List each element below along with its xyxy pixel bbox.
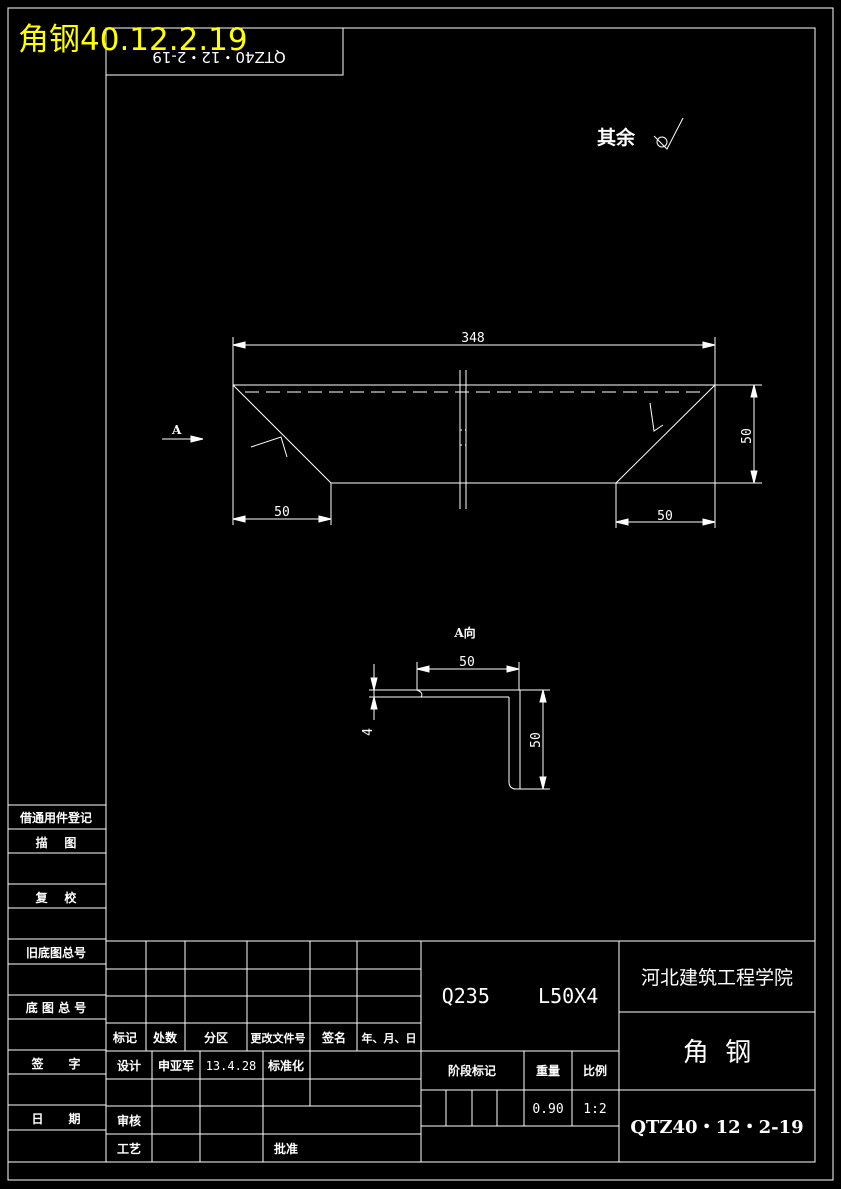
design-date: 13.4.28 <box>206 1059 257 1073</box>
dim-view-a-height-text: 50 <box>529 732 544 748</box>
check-label: 复 校 <box>35 890 78 905</box>
weight-label: 重量 <box>536 1063 560 1078</box>
dim-right-chamfer <box>615 385 716 528</box>
dim-height <box>616 384 762 484</box>
scale-value: 1:2 <box>583 1102 606 1117</box>
roughness-symbol-icon <box>653 117 684 150</box>
dim-view-a-thickness <box>370 664 378 720</box>
review-label: 审核 <box>117 1113 141 1128</box>
dim-height-text: 50 <box>740 428 755 444</box>
sign-label: 签 字 <box>30 1056 80 1071</box>
weight-value: 0.90 <box>532 1102 563 1117</box>
dim-view-a-width-text: 50 <box>459 655 475 670</box>
view-marker-label: A <box>171 423 182 437</box>
angle-section-view <box>369 689 521 790</box>
h-doc: 更改文件号 <box>251 1031 306 1045</box>
dim-overall-length <box>232 337 716 385</box>
standardize-label: 标准化 <box>267 1058 304 1073</box>
base-total-label: 底 图 总 号 <box>26 1000 87 1015</box>
dim-view-a-width <box>416 662 520 690</box>
angle-front-view <box>232 370 716 509</box>
part-name: 角 钢 <box>683 1038 752 1068</box>
h-zone: 分区 <box>204 1030 228 1045</box>
mirrored-drawing-code: QTZ40・12・2-19 <box>152 48 285 66</box>
h-date: 年、月、日 <box>362 1031 417 1045</box>
outer-frame <box>7 7 834 1181</box>
h-sign: 签名 <box>321 1030 346 1045</box>
h-count: 处数 <box>152 1030 178 1045</box>
trace-label: 描 图 <box>36 835 77 850</box>
approve-label: 批准 <box>274 1141 298 1156</box>
design-label: 设计 <box>117 1058 141 1073</box>
roughness-note: 其余 <box>597 126 636 149</box>
dim-overall-length-text: 348 <box>461 331 484 346</box>
dim-right-chamfer-text: 50 <box>657 509 673 524</box>
code-box <box>106 28 344 76</box>
school-name: 河北建筑工程学院 <box>641 967 793 989</box>
stage-mark-label: 阶段标记 <box>448 1063 496 1078</box>
drawing-number: QTZ40・12・2-19 <box>630 1117 803 1138</box>
borrow-register-label: 借通用件登记 <box>19 810 92 825</box>
date-label: 日 期 <box>31 1111 80 1126</box>
left-strip-grid <box>8 804 106 1163</box>
dim-left-chamfer-text: 50 <box>274 505 290 520</box>
view-a-title: A向 <box>453 625 475 640</box>
dim-view-a-thickness-text: 4 <box>361 728 376 736</box>
scale-label: 比例 <box>583 1063 607 1078</box>
dim-view-a-height <box>520 689 550 790</box>
material-spec: Q235 L50X4 <box>442 984 599 1008</box>
inner-frame <box>105 27 816 1163</box>
title-block-grid <box>106 940 815 1162</box>
h-mark: 标记 <box>112 1030 137 1045</box>
overlay-title: 角钢40.12.2.19 <box>18 22 248 58</box>
process-label: 工艺 <box>117 1141 141 1156</box>
old-base-label: 旧底图总号 <box>26 945 86 960</box>
dim-left-chamfer <box>232 385 332 525</box>
view-arrow-icon <box>162 435 204 443</box>
designer-name: 申亚军 <box>158 1058 194 1073</box>
